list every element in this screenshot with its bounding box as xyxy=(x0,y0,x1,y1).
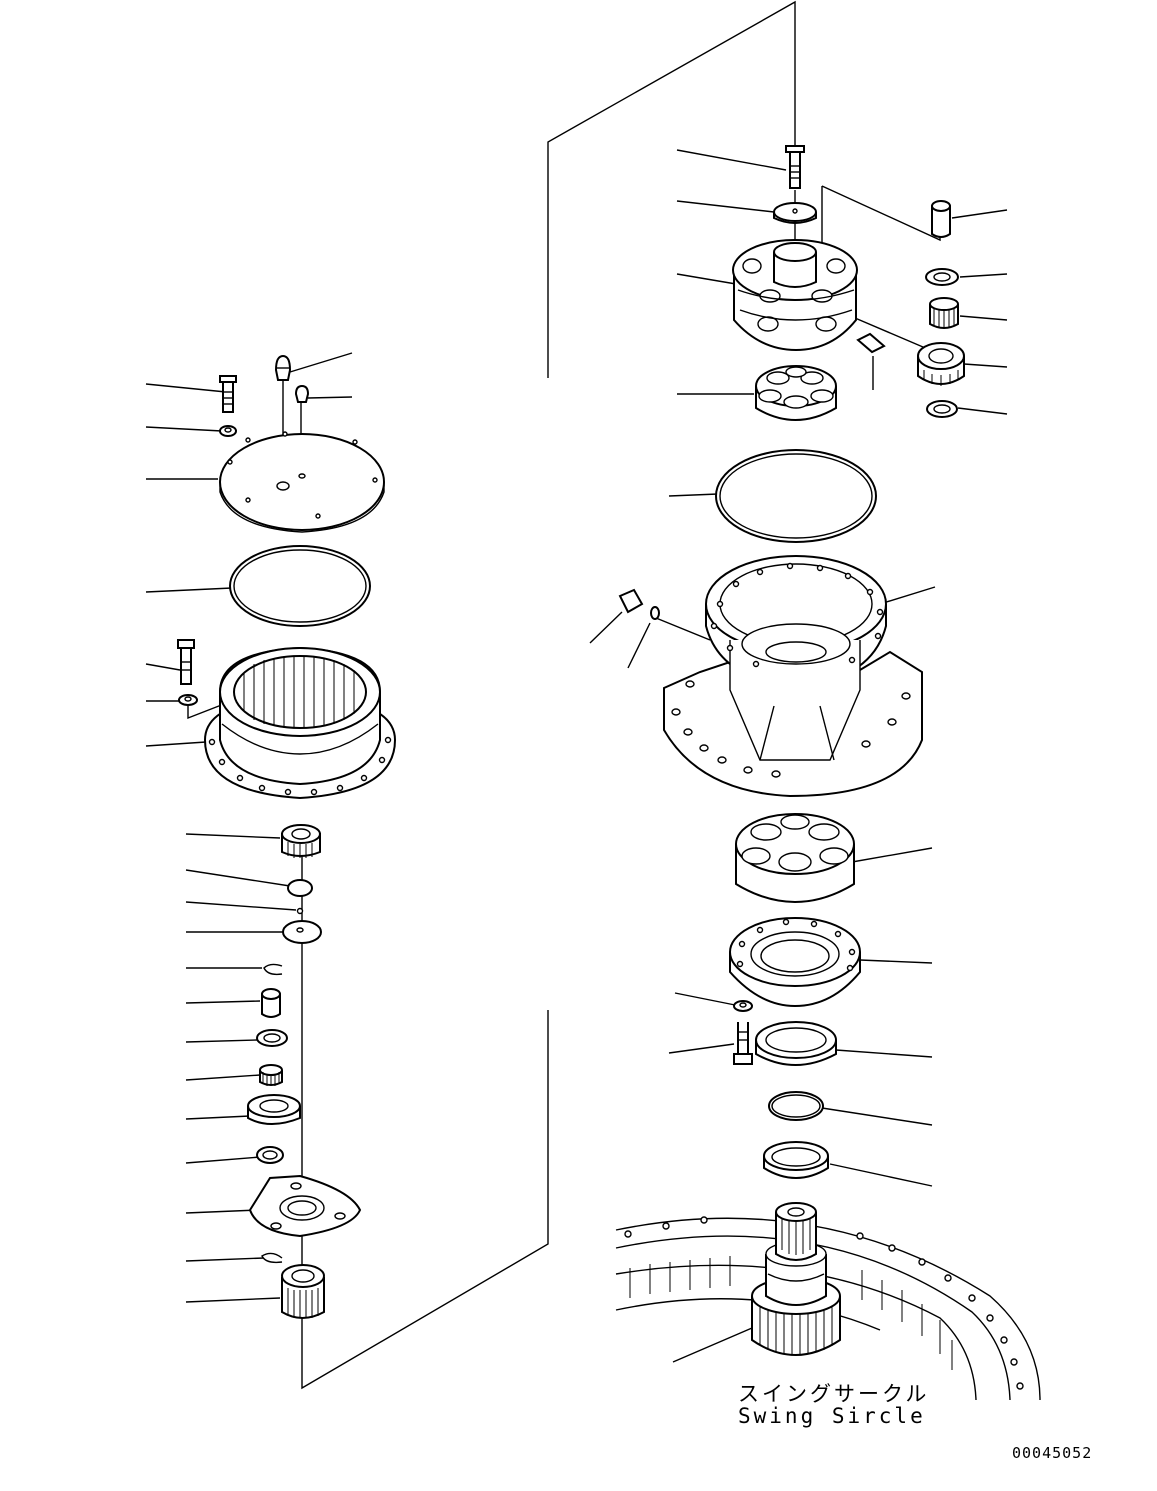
o-ring-shaft xyxy=(768,1091,824,1121)
o-ring-large xyxy=(715,449,877,543)
washer-bearing-cover xyxy=(733,1000,753,1012)
thrust-washer-upper xyxy=(256,1029,288,1047)
thrust-plate-carrier xyxy=(773,202,817,224)
washer-ring-gear xyxy=(178,694,198,706)
drawing-number: 00045052 xyxy=(1012,1444,1093,1462)
bolt-cover xyxy=(219,375,237,413)
housing-case xyxy=(663,555,923,798)
ball-small xyxy=(296,907,304,915)
thrust-plate xyxy=(282,920,322,944)
planet-carrier xyxy=(732,239,858,352)
bolt-ring-gear xyxy=(177,639,195,685)
washer-cover-bolt xyxy=(219,425,237,437)
o-ring-cover xyxy=(229,545,371,627)
oil-seal xyxy=(755,1021,837,1066)
thrust-washer-lower xyxy=(256,1146,284,1164)
snap-ring-upper xyxy=(263,963,283,976)
bolt-carrier xyxy=(785,145,805,189)
plug-small xyxy=(294,384,310,403)
needle-bearing-right xyxy=(929,297,959,329)
shaft-pin xyxy=(261,988,281,1018)
swing-circle-label-jp: スイングサークル xyxy=(738,1382,930,1406)
thrust-washer-right-upper xyxy=(925,268,959,286)
bearing-cover xyxy=(729,917,861,1008)
planet-gears-set xyxy=(755,365,837,421)
needle-bearing xyxy=(259,1064,283,1086)
thrust-washer-right-lower xyxy=(926,400,958,418)
planet-gear-right xyxy=(917,342,965,386)
pinion-shaft xyxy=(751,1202,841,1356)
carrier-plate xyxy=(248,1174,362,1238)
shaft-pin-right xyxy=(931,200,951,238)
o-ring-plug xyxy=(650,606,660,620)
gear-sun-lower xyxy=(281,1264,325,1319)
ring-gear xyxy=(203,646,397,800)
planet-gear-lower xyxy=(247,1094,301,1125)
cover-plate xyxy=(219,431,385,533)
thrust-plate-small xyxy=(287,879,313,897)
gear-sun-upper xyxy=(281,824,321,858)
swing-circle-label-en: Swing Sircle xyxy=(738,1404,926,1428)
bolt-bearing-cover xyxy=(733,1022,753,1065)
key-pin xyxy=(856,332,886,354)
planet-gears-set-lower xyxy=(735,813,855,903)
plug-housing xyxy=(618,588,644,614)
snap-ring-lower xyxy=(261,1252,283,1264)
collar xyxy=(763,1141,829,1179)
plug-large xyxy=(274,354,292,381)
leader-lines xyxy=(145,149,1008,1363)
